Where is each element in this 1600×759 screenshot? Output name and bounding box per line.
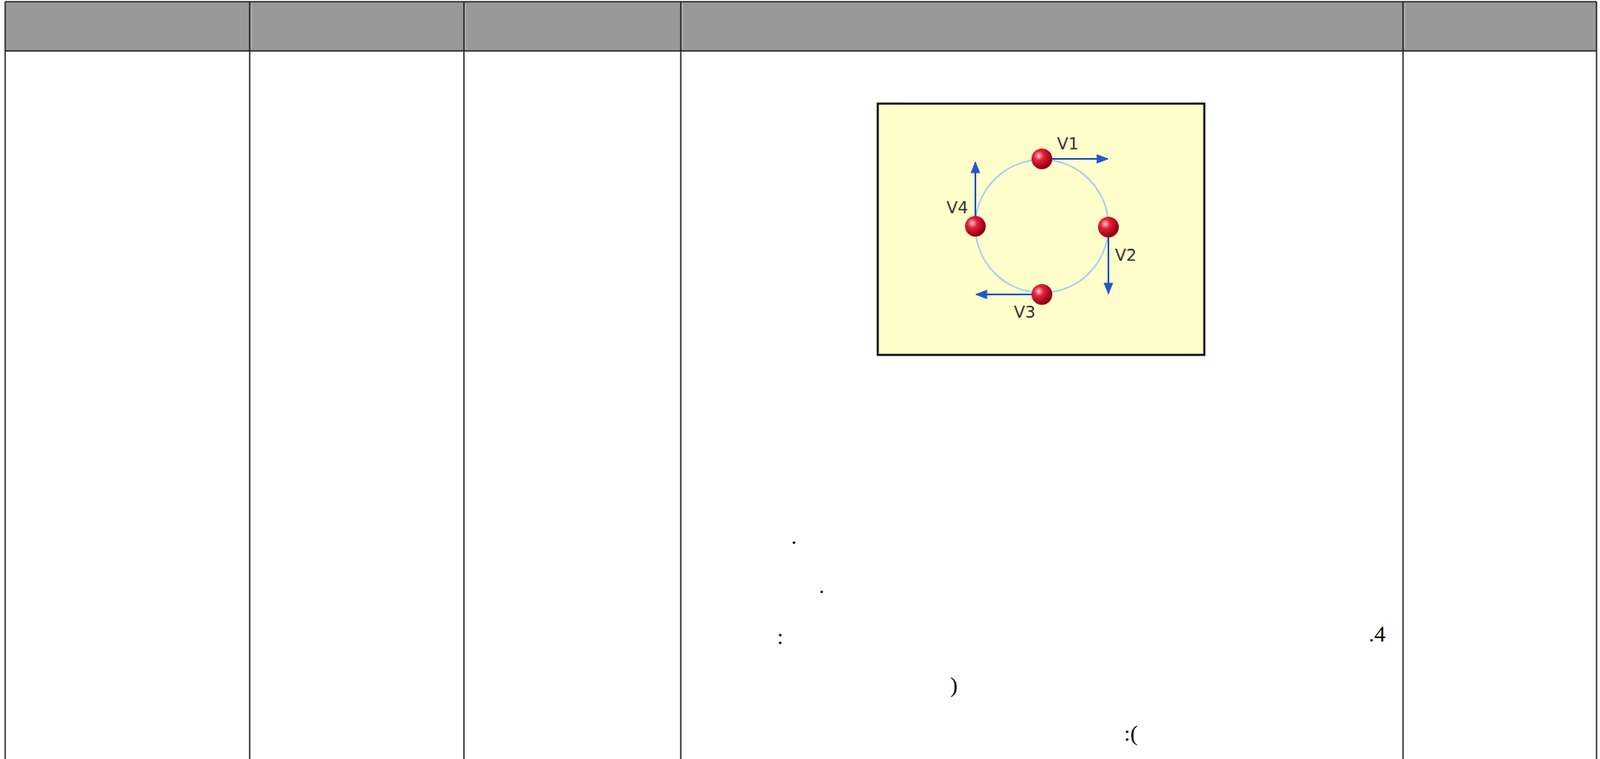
velocity-label: V2 xyxy=(1114,247,1137,264)
table-grid xyxy=(5,1,1597,759)
ball xyxy=(965,148,1119,305)
velocity-arrow xyxy=(975,158,1109,295)
header-row xyxy=(5,1,1597,51)
velocity-label: V3 xyxy=(1013,304,1035,321)
velocity-label: V4 xyxy=(946,199,968,216)
text-fragment: . xyxy=(791,526,798,549)
velocity-label: V1 xyxy=(1056,135,1079,153)
figure-panel xyxy=(877,103,1205,356)
text-fragment: :( xyxy=(1123,723,1138,746)
text-fragment: ) xyxy=(950,674,959,698)
circular-path xyxy=(975,159,1109,293)
text-fragment: : xyxy=(776,626,783,649)
text-fragment: .4 xyxy=(1368,623,1386,647)
text-fragment: . xyxy=(819,575,826,598)
header-divider xyxy=(251,3,1405,50)
